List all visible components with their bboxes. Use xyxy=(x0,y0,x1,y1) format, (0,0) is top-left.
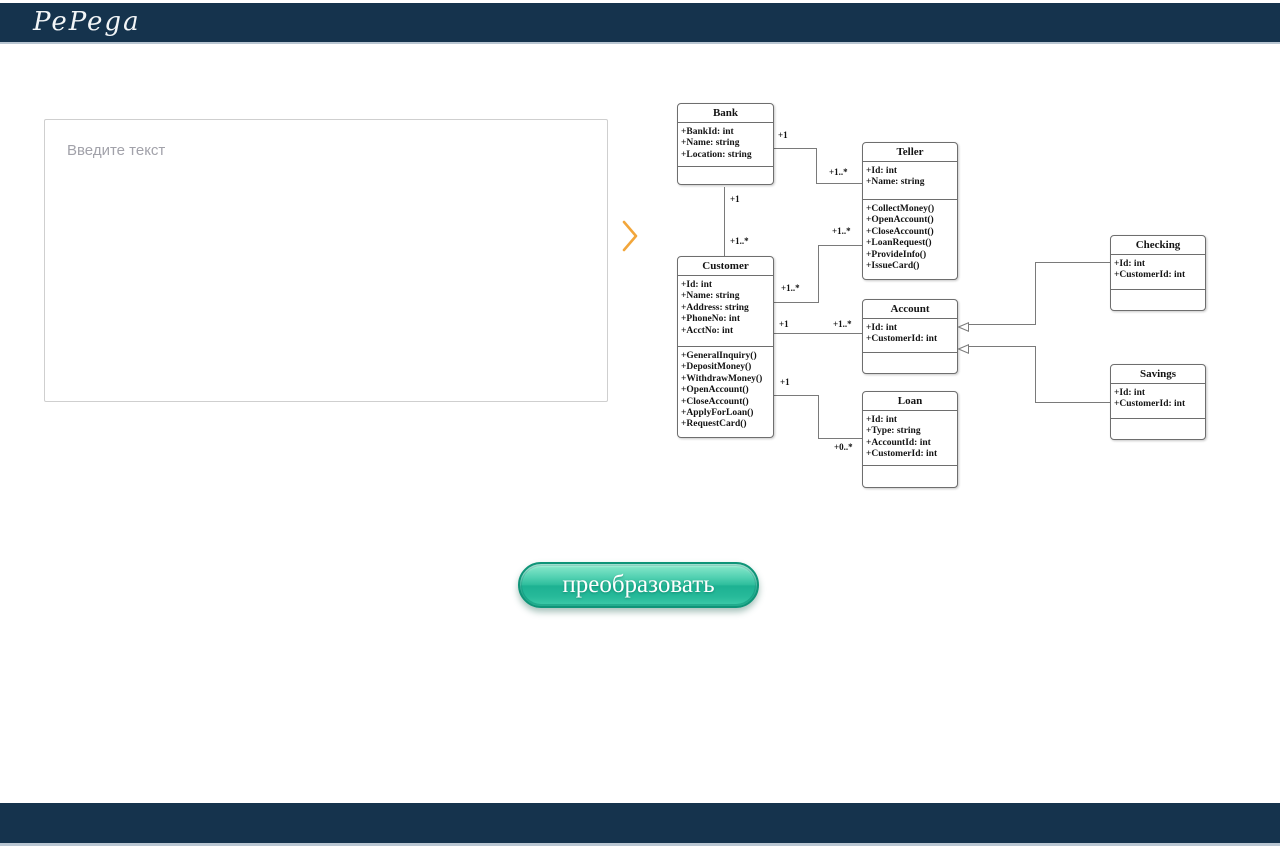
uml-connector-segment xyxy=(1035,346,1036,403)
expand-chevron-icon[interactable] xyxy=(620,219,640,253)
uml-attributes-section: +Id: int+CustomerId: int xyxy=(1111,255,1205,290)
app-footer xyxy=(0,803,1280,846)
multiplicity-label: +1 xyxy=(780,377,790,387)
uml-connector-segment xyxy=(1035,402,1110,403)
uml-connector-segment xyxy=(818,395,819,439)
uml-class-title: Checking xyxy=(1111,236,1205,255)
uml-class-teller: Teller+Id: int+Name: string+CollectMoney… xyxy=(862,142,958,280)
uml-method: +WithdrawMoney() xyxy=(681,373,763,384)
multiplicity-label: +1 xyxy=(779,319,789,329)
uml-method: +OpenAccount() xyxy=(681,385,749,396)
uml-attribute: +CustomerId: int xyxy=(1114,399,1186,410)
uml-attribute: +Address: string xyxy=(681,302,749,313)
multiplicity-label: +1..* xyxy=(833,319,852,329)
uml-class-title: Bank xyxy=(678,104,773,123)
uml-connector-segment xyxy=(818,438,862,439)
uml-method: +LoanRequest() xyxy=(866,238,932,249)
app-logo: PePega xyxy=(33,7,141,37)
uml-methods-section xyxy=(1111,290,1205,310)
multiplicity-label: +1..* xyxy=(730,236,749,246)
multiplicity-label: +1 xyxy=(730,194,740,204)
uml-connector-segment xyxy=(724,187,725,256)
uml-methods-section: +CollectMoney()+OpenAccount()+CloseAccou… xyxy=(863,200,957,279)
multiplicity-label: +1 xyxy=(778,130,788,140)
app-header: PePega xyxy=(0,3,1280,44)
uml-attribute: +AcctNo: int xyxy=(681,325,734,336)
uml-class-title: Account xyxy=(863,300,957,319)
uml-connector-segment xyxy=(1035,262,1110,263)
uml-class-title: Teller xyxy=(863,143,957,162)
uml-attribute: +Id: int xyxy=(681,280,713,290)
uml-connector-segment xyxy=(1035,262,1036,325)
uml-class-loan: Loan+Id: int+Type: string+AccountId: int… xyxy=(862,391,958,488)
uml-attribute: +CustomerId: int xyxy=(866,449,938,460)
uml-method: +DepositMoney() xyxy=(681,362,752,373)
uml-connector-segment xyxy=(818,245,862,246)
uml-method: +OpenAccount() xyxy=(866,215,934,226)
uml-method: +CloseAccount() xyxy=(681,396,749,407)
uml-class-customer: Customer+Id: int+Name: string+Address: s… xyxy=(677,256,774,438)
uml-attributes-section: +Id: int+Name: string xyxy=(863,162,957,200)
uml-methods-section xyxy=(678,167,773,184)
uml-connector-segment xyxy=(774,333,862,334)
uml-attribute: +Id: int xyxy=(1114,388,1146,398)
convert-button[interactable]: преобразовать xyxy=(518,562,759,608)
uml-attribute: +Location: string xyxy=(681,149,752,160)
uml-connector-segment xyxy=(818,245,819,303)
uml-attribute: +AccountId: int xyxy=(866,437,931,448)
inheritance-arrow-icon xyxy=(957,341,969,354)
uml-attribute: +CustomerId: int xyxy=(866,334,938,345)
uml-attributes-section: +Id: int+Name: string+Address: string+Ph… xyxy=(678,276,773,347)
uml-method: +ApplyForLoan() xyxy=(681,408,754,419)
uml-method: +IssueCard() xyxy=(866,261,920,272)
uml-method: +CollectMoney() xyxy=(866,204,935,214)
uml-methods-section xyxy=(1111,419,1205,439)
uml-attribute: +Type: string xyxy=(866,426,921,437)
uml-attribute: +Id: int xyxy=(866,323,898,333)
multiplicity-label: +1..* xyxy=(832,226,851,236)
uml-class-savings: Savings+Id: int+CustomerId: int xyxy=(1110,364,1206,440)
uml-attribute: +Name: string xyxy=(681,291,740,302)
uml-method: +RequestCard() xyxy=(681,419,747,430)
uml-attribute: +Id: int xyxy=(866,415,898,425)
uml-method: +CloseAccount() xyxy=(866,226,934,237)
uml-attribute: +Name: string xyxy=(681,138,740,149)
uml-attribute: +CustomerId: int xyxy=(1114,270,1186,281)
uml-class-account: Account+Id: int+CustomerId: int xyxy=(862,299,958,374)
uml-method: +ProvideInfo() xyxy=(866,249,927,260)
multiplicity-label: +0..* xyxy=(834,442,853,452)
uml-connector-segment xyxy=(816,148,817,184)
uml-connector-segment xyxy=(816,183,862,184)
uml-class-bank: Bank+BankId: int+Name: string+Location: … xyxy=(677,103,774,185)
inheritance-arrow-icon xyxy=(957,319,969,332)
multiplicity-label: +1..* xyxy=(829,167,848,177)
uml-connector-segment xyxy=(774,302,818,303)
uml-attribute: +Id: int xyxy=(866,166,898,176)
uml-attribute: +Id: int xyxy=(1114,259,1146,269)
uml-attribute: +PhoneNo: int xyxy=(681,314,740,325)
uml-attributes-section: +Id: int+CustomerId: int xyxy=(863,319,957,353)
uml-class-title: Customer xyxy=(678,257,773,276)
uml-connector-segment xyxy=(968,324,1035,325)
uml-attribute: +BankId: int xyxy=(681,127,734,137)
uml-method: +GeneralInquiry() xyxy=(681,351,757,361)
uml-methods-section xyxy=(863,466,957,487)
source-text-input[interactable] xyxy=(44,119,608,402)
uml-class-title: Savings xyxy=(1111,365,1205,384)
uml-attributes-section: +Id: int+Type: string+AccountId: int+Cus… xyxy=(863,411,957,466)
uml-methods-section xyxy=(863,353,957,373)
uml-connector-segment xyxy=(774,395,818,396)
uml-class-checking: Checking+Id: int+CustomerId: int xyxy=(1110,235,1206,311)
uml-methods-section: +GeneralInquiry()+DepositMoney()+Withdra… xyxy=(678,347,773,437)
uml-class-title: Loan xyxy=(863,392,957,411)
uml-connector-segment xyxy=(968,346,1035,347)
uml-attributes-section: +BankId: int+Name: string+Location: stri… xyxy=(678,123,773,167)
multiplicity-label: +1..* xyxy=(781,283,800,293)
uml-attribute: +Name: string xyxy=(866,177,925,188)
uml-attributes-section: +Id: int+CustomerId: int xyxy=(1111,384,1205,419)
uml-connector-segment xyxy=(774,148,816,149)
